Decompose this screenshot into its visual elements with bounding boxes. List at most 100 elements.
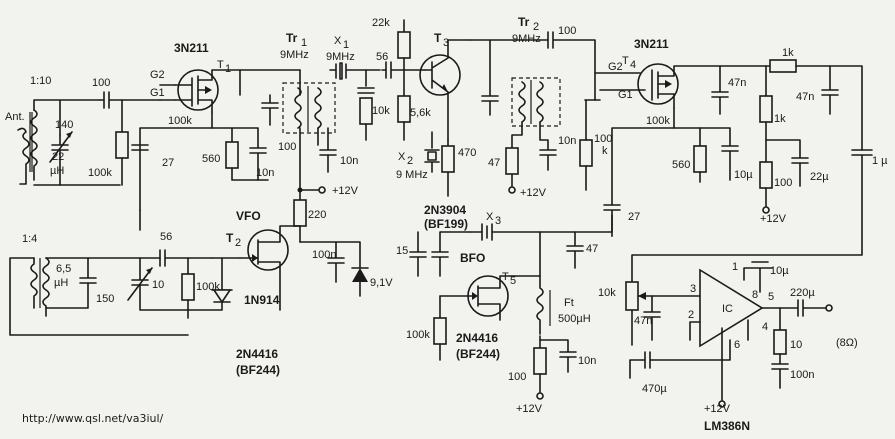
label-plus12-b: +12V (520, 187, 547, 199)
label-speaker: (8Ω) (836, 337, 858, 349)
label-c47n-a: 47n (728, 77, 746, 89)
label-r47-a: 47 (488, 157, 500, 169)
label-vfo: VFO (236, 209, 261, 223)
label-r5-6k: 5,6k (410, 107, 431, 119)
label-g1: G1 (150, 87, 165, 99)
label-t2: T (226, 231, 234, 245)
label-t2-alt: (BF244) (236, 363, 280, 377)
antenna-input-stage (17, 84, 176, 186)
label-t3-type: 2N3904 (424, 203, 466, 217)
label-r1k-b: 1k (774, 113, 786, 125)
t3-circle (419, 54, 461, 96)
label-c27-b: 27 (628, 211, 640, 223)
label-zener: 9,1V (370, 277, 393, 289)
label-bfo: BFO (460, 251, 485, 265)
label-c100n-a: 100n (312, 249, 336, 261)
label-tr1-sub: 1 (301, 37, 307, 49)
label-x3-sub: 3 (495, 215, 501, 227)
label-t5-alt: (BF244) (456, 347, 500, 361)
label-c27-a: 27 (162, 157, 174, 169)
label-c56-a: 56 (376, 51, 388, 63)
label-ft-val: 500µH (558, 313, 591, 325)
label-x2-freq: 9 MHz (396, 169, 428, 181)
label-r100k-t4: 100k (646, 115, 670, 127)
label-t3: T (434, 31, 442, 45)
label-c140: 140 (55, 119, 73, 131)
t4-mosfet (594, 63, 771, 237)
label-c150: 150 (96, 293, 114, 305)
label-g2: G2 (150, 69, 165, 81)
resistor-22k (397, 31, 411, 59)
label-l65: 6,5 (56, 263, 71, 275)
label-r22k: 22k (372, 17, 390, 29)
tr1-transformer (239, 69, 337, 243)
label-pin4: 4 (762, 321, 768, 333)
label-r10k: 10k (372, 105, 390, 117)
label-x2-sub: 2 (407, 155, 413, 167)
label-c100-in: 100 (92, 77, 110, 89)
label-c470u: 470µ (642, 383, 667, 395)
trimmer-arrow (49, 131, 73, 163)
label-t3-alt: (BF199) (424, 217, 468, 231)
label-ratio-1-10: 1:10 (30, 75, 51, 87)
label-tr2-freq: 9MHz (512, 33, 541, 45)
label-c15: 15 (396, 245, 408, 257)
label-c10n-c: 10n (558, 135, 576, 147)
label-g1b: G1 (618, 89, 633, 101)
label-g2b: G2 (608, 61, 623, 73)
label-c47: 47 (586, 243, 598, 255)
label-x1-freq: 9MHz (326, 51, 355, 63)
label-ant: Ant. (5, 111, 25, 123)
label-c10u-b: 10µ (770, 265, 789, 277)
source-url: http://www.qsl.net/va3iul/ (22, 412, 164, 425)
label-pin2: 2 (688, 309, 694, 321)
label-c100-top: 100 (558, 25, 576, 37)
label-tr1-freq: 9MHz (280, 49, 309, 61)
t3-transistor (397, 19, 471, 197)
label-r100-d: 100 (508, 371, 526, 383)
label-x3: X (486, 211, 494, 223)
label-ratio-1-4: 1:4 (22, 233, 37, 245)
label-r220: 220 (308, 209, 326, 221)
label-r100k-b: 100 (594, 133, 612, 145)
label-ft: Ft (564, 297, 574, 309)
label-t1-sub: 1 (225, 63, 231, 75)
label-tr2-sub: 2 (533, 21, 539, 33)
label-c47n-c: 47n (634, 315, 652, 327)
label-l22: 22 (52, 151, 64, 163)
lm386-stage (625, 261, 833, 408)
labels: Ant. 1:10 100 140 22 µH 100k G2 G1 3N211… (5, 15, 888, 433)
label-plus12-d: +12V (516, 403, 543, 415)
label-x1: X (334, 35, 342, 47)
label-l22u: µH (50, 165, 64, 177)
label-c10n-b: 10n (340, 155, 358, 167)
label-tr2: Tr (518, 15, 530, 29)
resistor-47 (505, 147, 519, 175)
label-c1u: 1 µ (872, 155, 888, 167)
label-c10: 10 (152, 279, 164, 291)
label-c100n-b: 100n (790, 369, 814, 381)
label-pin1: 1 (732, 261, 738, 273)
t4-supply-filter (631, 59, 873, 283)
resistor-560-t4 (693, 145, 707, 173)
label-x1-sub: 1 (343, 39, 349, 51)
label-t1: T (217, 59, 224, 71)
label-t5-type: 2N4416 (456, 331, 498, 345)
label-r560-a: 560 (202, 153, 220, 165)
resistor-220 (293, 199, 307, 227)
resistor-100k-input (115, 131, 129, 159)
label-c10u-a: 10µ (734, 169, 753, 181)
input-coil-secondary (30, 109, 38, 181)
label-r10-zobel: 10 (790, 339, 802, 351)
vfo-stage (9, 249, 241, 336)
label-r100k-bk: k (602, 145, 608, 157)
resistor-1k-a (769, 59, 797, 73)
label-r10k-pot: 10k (598, 287, 616, 299)
label-r470: 470 (458, 147, 476, 159)
label-x2: X (398, 151, 406, 163)
label-c56-b: 56 (160, 231, 172, 243)
ic-lm386-triangle (699, 268, 764, 348)
potentiometer-10k (625, 281, 639, 311)
